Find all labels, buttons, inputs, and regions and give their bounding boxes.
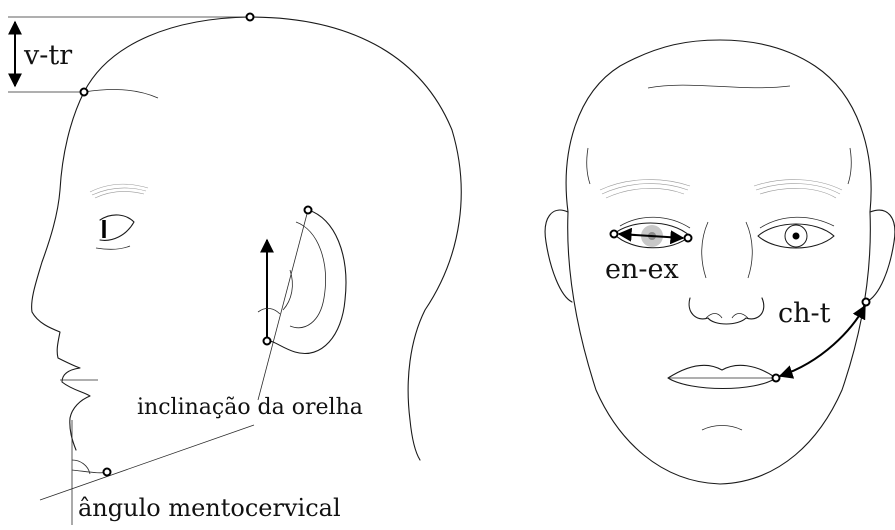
right-eye — [758, 217, 834, 248]
left-eye — [614, 217, 690, 248]
profile-hairline — [84, 90, 158, 98]
profile-skull-outline — [84, 17, 461, 460]
ear-inferior-point — [264, 338, 271, 345]
profile-ear — [268, 210, 346, 353]
chin-line — [702, 426, 742, 431]
right-temple-line — [848, 148, 851, 184]
forehead-line — [648, 85, 790, 88]
ear-axis-line — [258, 210, 308, 400]
left-eyebrow — [600, 180, 690, 198]
label-vtr: v-tr — [23, 40, 72, 71]
endocanthion-point — [685, 235, 692, 242]
trichion-point — [81, 89, 88, 96]
label-enex: en-ex — [605, 254, 679, 285]
ear-angle-arc — [258, 308, 280, 314]
vertex-point — [247, 14, 254, 21]
tragion-point — [863, 299, 870, 306]
left-temple-line — [587, 148, 590, 184]
profile-eyebrow — [90, 184, 148, 198]
ear-superior-point — [305, 207, 312, 214]
mouth — [668, 365, 776, 388]
profile-head — [8, 14, 461, 526]
cervical-point — [104, 469, 111, 476]
profile-eye — [96, 215, 134, 249]
exocanthion-point — [611, 231, 618, 238]
profile-face-outline — [32, 92, 90, 450]
frontal-face — [545, 40, 895, 484]
right-eyebrow — [754, 180, 842, 198]
label-ear-inclination: inclinação da orelha — [137, 395, 363, 420]
label-cht: ch-t — [778, 298, 831, 329]
nose — [689, 222, 764, 324]
label-mentocervical-angle: ângulo mentocervical — [78, 494, 341, 522]
cheilion-point — [773, 375, 780, 382]
